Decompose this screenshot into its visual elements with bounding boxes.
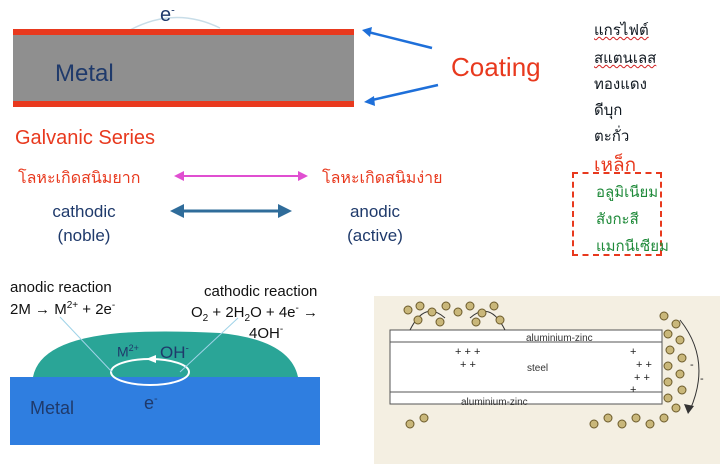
metal-label: Metal [55, 60, 114, 87]
hydroxide-label: OH- [160, 343, 189, 362]
coating-arrow-bottom [371, 83, 439, 102]
cathodic-reaction-title: cathodic reaction [204, 283, 318, 300]
aluminium-zinc-layer-bottom [389, 391, 663, 405]
boxed-metal-item: สังกะสี [596, 211, 639, 228]
thai-arrow-right-head [298, 171, 308, 181]
scratch-arrow-left [409, 310, 446, 331]
zinc-particles [403, 301, 687, 429]
cathodic-text: cathodic [52, 202, 116, 221]
aluminium-zinc-top-label: aluminium-zinc [526, 333, 593, 344]
cathodic-reaction-equation: O2 + 2H2O + 4e- → [191, 303, 319, 324]
anodic-pointer [59, 316, 113, 373]
anodic-label: anodic (active) [330, 200, 420, 248]
current-loop-arrow [146, 355, 156, 363]
series-arrow-right-head [278, 204, 292, 218]
coating-arrow-bottom-head [364, 96, 375, 106]
aluminium-zinc-bottom-label: aluminium-zinc [461, 397, 528, 408]
noble-thai-label: โลหะเกิดสนิมยาก [18, 170, 141, 187]
substrate-metal-label: Metal [30, 398, 75, 418]
metal-list-item: ตะกั่ว [594, 128, 630, 145]
coating-arrow-top-head [362, 27, 372, 37]
coating-label: Coating [451, 52, 541, 82]
steel-label: steel [527, 363, 549, 374]
coating-bottom-layer [13, 101, 354, 107]
svg-text:-: - [700, 373, 704, 385]
scratch-arrow-right [469, 310, 506, 331]
svg-text:-: - [690, 359, 694, 371]
svg-text:+ + +: + + + [455, 346, 480, 358]
water-droplet [33, 331, 298, 377]
coating-arrow-top [367, 30, 433, 50]
cut-edge-arrowhead [684, 404, 694, 414]
svg-text:+: + [630, 346, 636, 358]
cut-edge-arrow [679, 319, 700, 411]
boxed-metal-item: อลูมิเนียม [596, 184, 659, 201]
metal-list-item-iron: เหล็ก [594, 155, 637, 176]
svg-text:+ +: + + [636, 359, 652, 371]
metal-list-item: สแตนเลส [594, 50, 657, 67]
metal-list-item: ดีบุก [594, 102, 623, 119]
galvanic-series-title: Galvanic Series [15, 127, 156, 149]
noble-text: (noble) [57, 226, 111, 245]
svg-text:+ +: + + [634, 372, 650, 384]
anodic-reaction-equation: 2M → M2+ + 2e- [10, 300, 116, 318]
thai-arrow-left-head [174, 171, 184, 181]
electron-label: e- [160, 4, 175, 26]
charge-markers: + + ++ + ++ ++ ++ -- [455, 346, 704, 396]
series-arrow-left-head [170, 204, 184, 218]
coating-top-layer [13, 29, 354, 35]
svg-text:+: + [630, 384, 636, 396]
active-text: (active) [347, 226, 403, 245]
anodic-reaction-title: anodic reaction [10, 279, 112, 296]
metal-list-item: ทองแดง [594, 76, 647, 93]
svg-text:+ +: + + [460, 359, 476, 371]
active-thai-label: โลหะเกิดสนิมง่าย [322, 170, 443, 187]
steel-core [389, 341, 663, 393]
electron-flow-label: e- [144, 393, 158, 413]
boxed-metal-item: แมกนีเซียม [596, 238, 669, 255]
cathodic-label: cathodic (noble) [34, 200, 134, 248]
anodic-text: anodic [349, 202, 401, 221]
metal-list-item: แกรไฟต์ [594, 22, 649, 39]
metal-substrate [10, 377, 320, 445]
sacrificial-metals-box [572, 172, 662, 256]
metal-bar [13, 31, 354, 105]
electron-arc [129, 16, 221, 31]
cathodic-reaction-product: 4OH- [249, 324, 284, 342]
cathodic-pointer [179, 317, 239, 373]
metal-ion-label: M2+ [117, 343, 139, 360]
